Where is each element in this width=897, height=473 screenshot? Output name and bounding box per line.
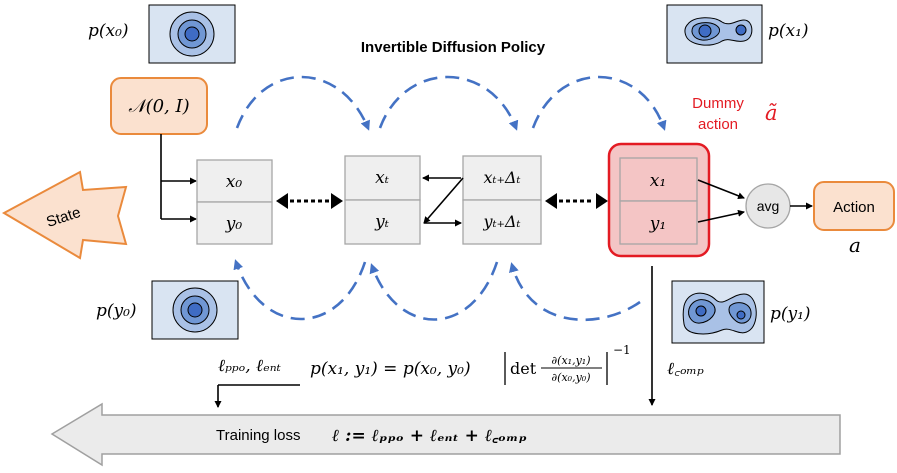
bidir-arrow-right [545,193,608,209]
training-loss-formula: ℓ := ℓₚₚₒ + ℓₑₙₜ + ℓ꜀ₒₘₚ [332,426,527,446]
training-loss-arrow: Training loss ℓ := ℓₚₚₒ + ℓₑₙₜ + ℓ꜀ₒₘₚ [50,402,841,467]
noise-connectors [160,134,197,223]
action-symbol: a [849,233,861,257]
label-lcomp: ℓ꜀ₒₘₚ [667,359,704,379]
dummy-action-line2: action [698,116,738,133]
density-formula: p(x₁, y₁) = p(x₀, y₀) det ∂(x₁,y₁) ∂(x₀,… [310,343,631,385]
action-label: Action [833,199,875,216]
formula-exp: −1 [613,343,631,357]
avg-node: avg [745,183,791,229]
block-xt-bottom: yₜ [374,212,390,232]
noise-label: 𝒩(0, I) [128,96,189,117]
density-icon-px1 [666,4,763,64]
label-py1: p(y₁) [770,304,811,324]
block-xtdt-ytdt: xₜ₊Δₜ yₜ₊Δₜ [462,155,542,245]
forward-arcs [235,75,667,131]
bidir-arrow-left [276,193,343,209]
formula-den: ∂(x₀,y₀) [551,371,590,384]
dummy-action-symbol: ã [765,101,778,125]
density-icon-py0 [151,280,239,340]
block-x0-y0: x₀ y₀ [196,159,273,245]
block-xt-yt: xₜ yₜ [344,155,421,245]
block-x0-bottom: y₀ [225,214,243,234]
density-icon-px0 [148,4,236,64]
block-xtdt-bottom: yₜ₊Δₜ [483,212,521,231]
density-icon-py1 [671,280,765,344]
coupling-arrows [422,174,464,227]
formula-det: det [510,359,537,378]
avg-label: avg [757,198,780,214]
noise-box: 𝒩(0, I) [110,77,208,135]
block-xtdt-top: xₜ₊Δₜ [484,168,521,187]
state-arrow: State [1,170,128,260]
label-px0: p(x₀) [88,21,129,41]
action-box: Action [813,181,895,231]
formula-lhs: p(x₁, y₁) = p(x₀, y₀) [310,359,471,379]
block-x1-y1: x₁ y₁ [607,142,711,258]
formula-num: ∂(x₁,y₁) [551,354,590,367]
label-lppo-lent: ℓₚₚₒ, ℓₑₙₜ [218,356,282,376]
block-xt-top: xₜ [375,168,390,188]
reverse-arcs [233,259,641,321]
label-px1: p(x₁) [768,21,809,41]
block-x1-bottom: y₁ [649,214,666,234]
dummy-action-line1: Dummy [692,95,744,112]
diagram-title: Invertible Diffusion Policy [361,39,546,56]
block-x1-top: x₁ [650,171,666,191]
avg-inputs [697,179,813,223]
label-py0: p(y₀) [96,301,137,321]
training-loss-prefix: Training loss [216,427,300,444]
block-x0-top: x₀ [226,172,243,192]
ppo-loss-arrow [214,384,300,408]
